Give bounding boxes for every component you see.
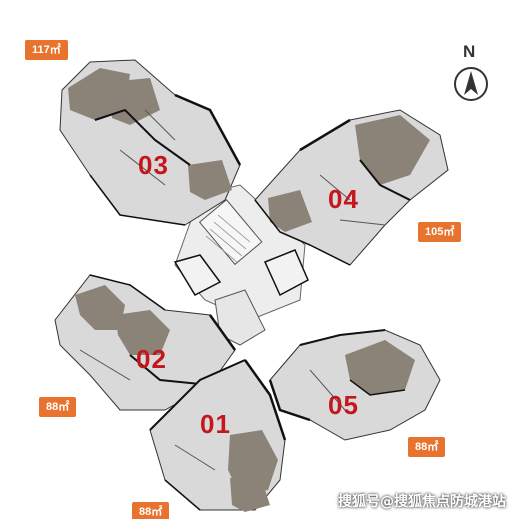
unit-02-area-badge: 88㎡ xyxy=(39,397,77,417)
unit-04-plan xyxy=(254,109,449,266)
unit-03-plan xyxy=(59,59,242,226)
unit-04-number: 04 xyxy=(328,184,359,214)
unit-03-number: 03 xyxy=(138,150,169,180)
unit-03-area-badge: 117㎡ xyxy=(25,40,68,60)
compass-icon xyxy=(454,67,488,101)
watermark-text: 搜狐号@搜狐焦点防城港站 xyxy=(338,494,506,510)
unit-01-area-badge: 88㎡ xyxy=(132,502,170,519)
unit-05-plan xyxy=(268,329,441,441)
unit-01-number: 01 xyxy=(200,409,231,439)
compass-north-label: N xyxy=(463,42,476,61)
unit-05-number: 05 xyxy=(328,390,359,420)
unit-04-area-badge: 105㎡ xyxy=(418,222,462,242)
unit-05-area-badge: 88㎡ xyxy=(408,437,446,457)
unit-01-plan xyxy=(149,359,287,512)
unit-02-plan xyxy=(54,274,237,411)
unit-02-number: 02 xyxy=(136,344,167,374)
